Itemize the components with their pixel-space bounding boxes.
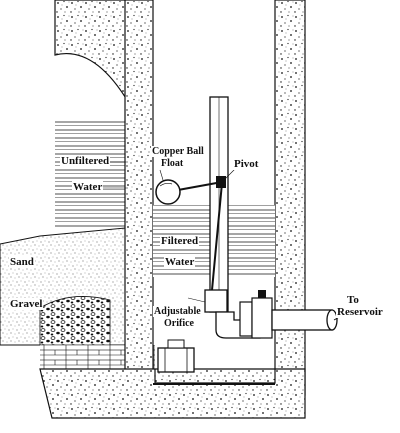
outlet-gate-valve: [251, 297, 273, 339]
pivot-label: Pivot: [233, 158, 260, 170]
unfiltered-water: [55, 118, 130, 228]
reservoir-pipe: [271, 309, 333, 331]
outlet-flange: [239, 301, 253, 337]
floor-slab: [39, 368, 306, 419]
drain-valve: [157, 347, 195, 373]
gravel-layer: [39, 296, 111, 346]
orifice-valve-body: [204, 289, 228, 313]
unfiltered-water-label: Water: [72, 181, 104, 193]
unfiltered-label: Unfiltered: [60, 155, 111, 167]
filtered-water-label: Water: [164, 256, 196, 268]
gravel-label: Gravel: [9, 298, 44, 310]
copper-ball-float-label-line1: Copper Ball: [151, 146, 205, 157]
filtered-label: Filtered: [160, 235, 200, 247]
to-label: To: [346, 294, 360, 306]
float-arm: [177, 181, 223, 191]
reservoir-label: Reservoir: [336, 306, 384, 318]
sand-label: Sand: [9, 256, 35, 268]
dividing-wall: [124, 0, 154, 376]
filter-arch-roof: [54, 0, 131, 108]
linkage-rod: [211, 182, 223, 291]
adjustable-orifice-label-line2: Orifice: [163, 318, 195, 329]
adjustable-orifice-label-line1: Adjustable: [153, 306, 202, 317]
copper-ball-float-label-line2: Float: [160, 158, 185, 169]
well-floor: [153, 383, 275, 385]
pivot-bracket: [216, 176, 226, 188]
copper-ball-float: [155, 179, 181, 205]
outer-wall: [274, 0, 306, 396]
